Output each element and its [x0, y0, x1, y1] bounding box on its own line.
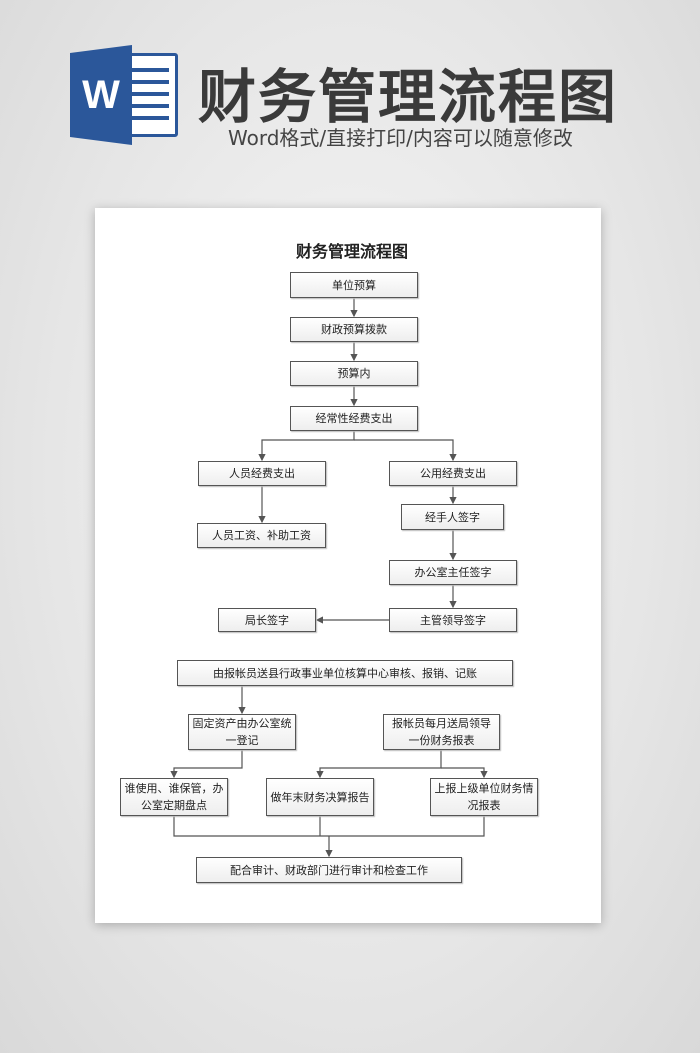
step-director-sign: 局长签字: [218, 608, 316, 632]
step-personnel-expenses: 人员经费支出: [198, 461, 326, 486]
word-app-icon: W: [70, 45, 178, 145]
step-office-director-sign: 办公室主任签字: [389, 560, 517, 585]
banner-title: 财务管理流程图: [198, 63, 619, 131]
step-handler-sign: 经手人签字: [401, 504, 504, 530]
step-unit-budget: 单位预算: [290, 272, 418, 298]
step-leader-sign: 主管领导签字: [389, 608, 517, 632]
step-fiscal-allocation: 财政预算拨款: [290, 317, 418, 342]
step-public-expenses: 公用经费支出: [389, 461, 517, 486]
banner-subtitle: Word格式/直接打印/内容可以随意修改: [228, 126, 573, 150]
step-salaries: 人员工资、补助工资: [197, 523, 326, 548]
step-audit: 配合审计、财政部门进行审计和检查工作: [196, 857, 462, 883]
step-recurring-expenses: 经常性经费支出: [290, 406, 418, 431]
step-fixed-assets: 固定资产由办公室统一登记: [188, 714, 296, 750]
step-annual-report: 做年末财务决算报告: [266, 778, 374, 816]
step-monthly-report: 报帐员每月送局领导一份财务报表: [383, 714, 500, 750]
document-title: 财务管理流程图: [296, 242, 409, 261]
step-inventory: 谁使用、谁保管，办公室定期盘点: [120, 778, 228, 816]
step-superior-report: 上报上级单位财务情况报表: [430, 778, 538, 816]
step-accounting-center-review: 由报帐员送县行政事业单位核算中心审核、报销、记账: [177, 660, 513, 686]
step-within-budget: 预算内: [290, 361, 418, 386]
